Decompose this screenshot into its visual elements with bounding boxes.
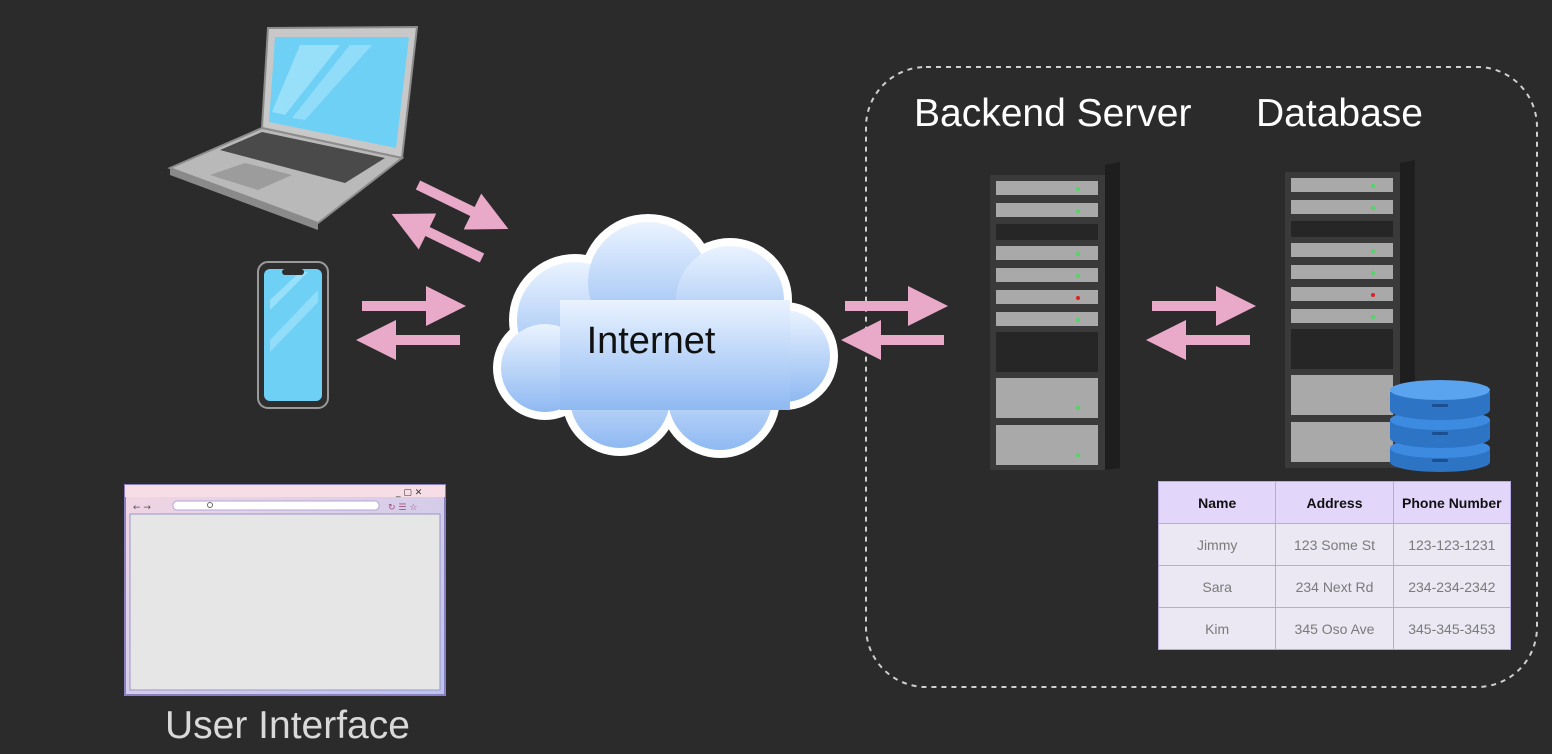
cell-name: Jimmy xyxy=(1157,523,1277,566)
database-title: Database xyxy=(1256,92,1423,135)
cell-name: Kim xyxy=(1157,607,1277,650)
cell-name: Sara xyxy=(1157,565,1277,608)
phone-internet-arrows xyxy=(356,286,466,360)
svg-text:_ ▢ ✕: _ ▢ ✕ xyxy=(395,488,422,498)
cell-address: 234 Next Rd xyxy=(1275,565,1394,608)
laptop-internet-arrows xyxy=(391,180,509,263)
phone-icon xyxy=(257,261,329,409)
svg-text:↻ ☰ ☆: ↻ ☰ ☆ xyxy=(388,503,417,513)
browser-window-icon: ← → ↻ ☰ ☆ _ ▢ ✕ xyxy=(124,484,446,696)
user-interface-title: User Interface xyxy=(165,704,410,747)
cell-phone: 345-345-3453 xyxy=(1392,607,1512,650)
table-row: Sara 234 Next Rd 234-234-2342 xyxy=(1157,565,1512,608)
backend-server-title: Backend Server xyxy=(914,92,1192,135)
cell-address: 345 Oso Ave xyxy=(1275,607,1394,650)
internet-backend-arrows xyxy=(841,286,948,360)
database-icon xyxy=(1390,380,1490,472)
cloud-icon xyxy=(493,214,838,458)
backend-database-arrows xyxy=(1146,286,1256,360)
table-row: Jimmy 123 Some St 123-123-1231 xyxy=(1157,523,1512,566)
column-header-phone: Phone Number xyxy=(1392,481,1512,524)
cell-address: 123 Some St xyxy=(1275,523,1394,566)
column-header-address: Address xyxy=(1275,481,1394,524)
column-header-name: Name xyxy=(1157,481,1277,524)
server-rack-icon xyxy=(990,162,1120,470)
database-server-rack-icon xyxy=(1285,160,1415,468)
table-row: Kim 345 Oso Ave 345-345-3453 xyxy=(1157,607,1512,650)
database-table: Name Address Phone Number Jimmy 123 Some… xyxy=(1157,481,1512,650)
table-header-row: Name Address Phone Number xyxy=(1157,481,1512,524)
laptop-icon xyxy=(167,25,419,230)
backend-boundary xyxy=(865,66,1538,688)
cell-phone: 123-123-1231 xyxy=(1392,523,1512,566)
cell-phone: 234-234-2342 xyxy=(1392,565,1512,608)
svg-text:← →: ← → xyxy=(133,503,151,513)
internet-label: Internet xyxy=(586,320,716,362)
